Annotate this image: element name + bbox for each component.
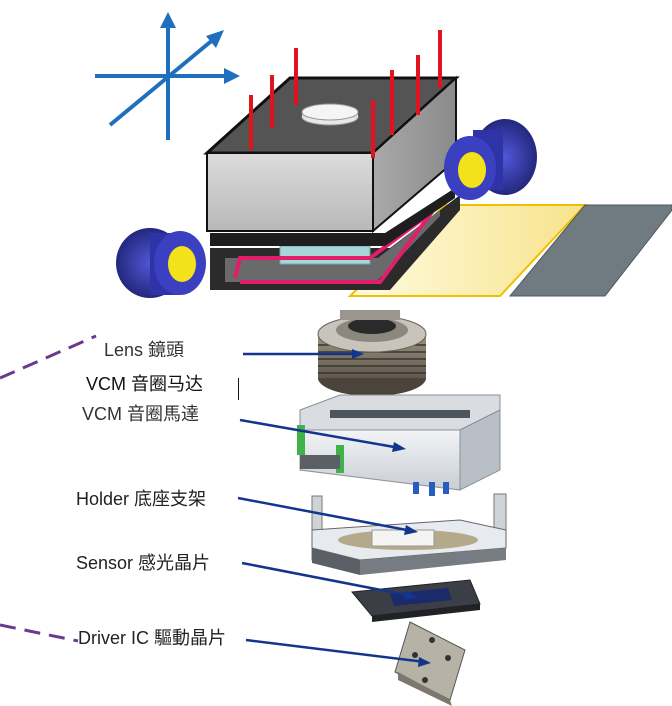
lens-part [317, 310, 427, 396]
holder-part [311, 482, 507, 575]
magnet-right-icon [444, 119, 537, 200]
driver-ic-label: Driver IC 驅動晶片 [78, 628, 226, 648]
driver-ic-part [394, 621, 466, 706]
holder-label: Holder 底座支架 [76, 489, 207, 509]
sensor-label: Sensor 感光晶片 [76, 553, 211, 573]
leader-lines [237, 352, 426, 664]
force-lines [249, 30, 442, 158]
frame-plate [210, 188, 455, 246]
lens-label: Lens 鏡頭 [104, 340, 185, 357]
vcm-label-traditional: VCM 音圈馬達 [82, 404, 199, 424]
sensor-part [351, 579, 481, 622]
magnet-left-icon [116, 228, 206, 298]
flex-cable [347, 204, 672, 297]
vcm-part [297, 394, 501, 491]
leader-arrowheads [352, 349, 431, 667]
axes-icon [95, 12, 240, 140]
vcm-label-simplified[interactable]: VCM 音圈马达 [84, 372, 206, 397]
dashed-connectors [0, 334, 97, 643]
text-cursor [238, 378, 239, 400]
